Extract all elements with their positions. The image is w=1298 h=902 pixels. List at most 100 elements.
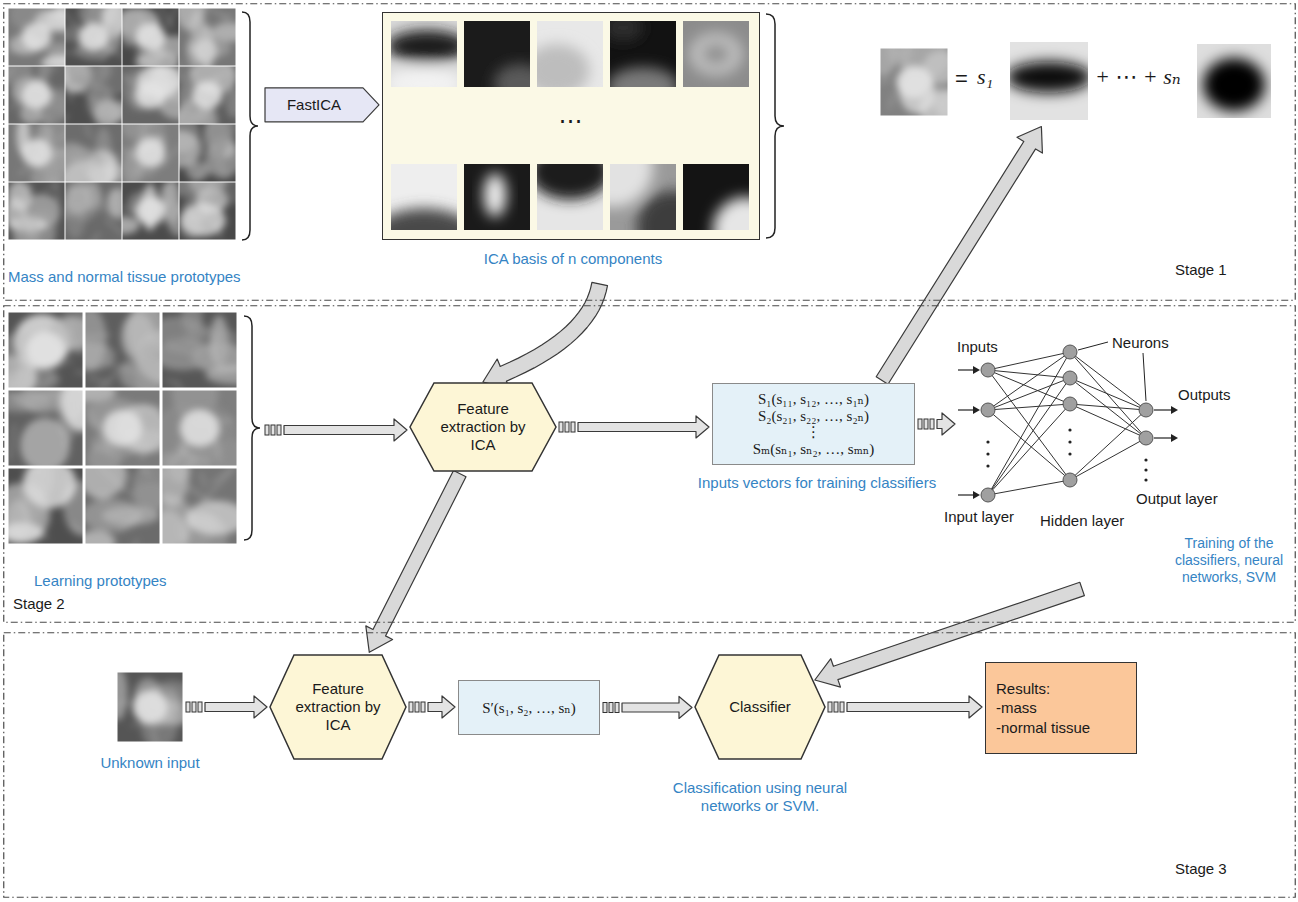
- text-slot: Input layer: [944, 508, 1014, 526]
- tissue-fiber: [177, 380, 191, 388]
- rib-block: [271, 425, 275, 435]
- arrow-head: [973, 406, 980, 414]
- collage-tiles: [0, 0, 255, 260]
- tile-texture: [8, 8, 65, 66]
- mass-blob: [103, 410, 142, 446]
- diagram-label: Output layer: [1136, 490, 1218, 508]
- basis-panel: ⋯ICA basis of n components: [380, 10, 766, 282]
- tissue-fiber: [46, 112, 51, 123]
- network-link: [988, 404, 1070, 410]
- tissue-fiber: [8, 50, 27, 52]
- tissue-fiber: [69, 482, 76, 500]
- tissue-fiber: [941, 80, 944, 113]
- stage-band: Stage 3Unknown inputFeature extraction b…: [3, 632, 1296, 898]
- tissue-blob: [205, 124, 236, 148]
- rib-block: [615, 703, 619, 713]
- rib-block: [559, 422, 563, 432]
- tissue-fiber: [132, 539, 137, 544]
- vector-line: S′(s₁, s₂, …, sₙ): [482, 699, 576, 717]
- basis-blur: [494, 64, 530, 87]
- network-link: [988, 352, 1070, 495]
- tile-texture: [65, 8, 122, 61]
- mammogram-tile: [122, 124, 179, 182]
- tissue-fiber: [29, 393, 58, 399]
- tissue-fiber: [141, 407, 160, 410]
- text-slot: =: [955, 68, 968, 90]
- tile-edge: [179, 8, 236, 66]
- tissue-fiber: [201, 472, 206, 487]
- tile-texture: [122, 124, 179, 182]
- edge-label-slot: FastICA: [285, 96, 343, 114]
- tissue-fiber: [122, 73, 141, 87]
- tissue-fiber: [880, 79, 890, 86]
- basis-blob: [1203, 58, 1265, 111]
- tissue-fiber: [213, 333, 217, 346]
- vector-line: S₁(s₁₁, s₁₂, …, s₁ₙ): [758, 391, 869, 408]
- network-links: [988, 352, 1146, 495]
- tile-edge: [8, 312, 83, 388]
- tissue-fiber: [43, 390, 53, 393]
- rib-block: [421, 702, 425, 712]
- tissue-fiber: [185, 151, 192, 166]
- tissue-fiber: [176, 700, 183, 724]
- network-link: [988, 480, 1070, 495]
- mammogram-tile: [85, 468, 160, 544]
- network-link: [988, 378, 1070, 495]
- tile-texture: [8, 66, 65, 124]
- stage-label: Stage 2: [13, 595, 65, 613]
- tile-texture: [65, 182, 122, 240]
- basis-blob: [610, 67, 676, 87]
- rib-block: [828, 702, 832, 712]
- basis-blur: [610, 164, 676, 230]
- tile-texture: [8, 468, 83, 544]
- tile-edge: [122, 66, 179, 124]
- ellipsis-dot: [1144, 468, 1147, 471]
- tissue-blob: [226, 88, 236, 119]
- tissue-fiber: [104, 362, 135, 373]
- connector: [186, 696, 267, 718]
- mammogram-tile: [122, 182, 179, 240]
- tile-edge: [162, 390, 237, 466]
- tissue-fiber: [162, 473, 167, 481]
- tissue-fiber: [10, 424, 15, 460]
- connector: [603, 697, 692, 719]
- mammogram-tile: [117, 672, 183, 742]
- tissue-blob: [65, 185, 93, 213]
- tile-edge: [85, 390, 160, 466]
- basis-blob: [713, 197, 749, 230]
- rib-block: [186, 702, 190, 712]
- network-link: [988, 410, 1070, 480]
- connector: [409, 696, 455, 718]
- tissue-fiber: [155, 376, 160, 382]
- text-slot: Mass and normal tissue prototypes: [8, 268, 266, 286]
- basis-ground: [1197, 44, 1271, 118]
- neuron: [981, 403, 995, 417]
- tile-edge: [880, 48, 948, 116]
- tissue-fiber: [211, 468, 236, 484]
- tissue-fiber: [167, 45, 172, 46]
- tile-texture: [162, 312, 237, 388]
- network-link: [1070, 410, 1146, 480]
- tissue-fiber: [72, 83, 100, 104]
- mammogram-tile: [85, 390, 160, 466]
- tissue-fiber: [202, 126, 206, 146]
- connector: [876, 127, 1042, 385]
- brace: [766, 14, 784, 238]
- vector-line: S₂(s₂₁, s₂₂, …, s₂ₙ): [758, 408, 869, 425]
- ellipsis-dot: [1068, 428, 1071, 431]
- tissue-fiber: [152, 62, 179, 66]
- text-slot: + ⋯ + sₙ: [1095, 65, 1181, 89]
- ellipsis-dot: [1068, 452, 1071, 455]
- mammogram-tile: [179, 66, 236, 124]
- image-caption: Learning prototypes: [34, 572, 264, 590]
- tissue-fiber: [29, 528, 49, 539]
- basis-blur: [1203, 58, 1265, 111]
- tile-edge: [8, 8, 65, 66]
- network-link: [988, 352, 1070, 410]
- tissue-fiber: [71, 189, 92, 191]
- basis-blob: [701, 43, 730, 64]
- tile-texture: [8, 312, 83, 388]
- basis-blob: [391, 30, 457, 62]
- rib-block: [565, 422, 569, 432]
- result-line: Results:: [996, 679, 1050, 699]
